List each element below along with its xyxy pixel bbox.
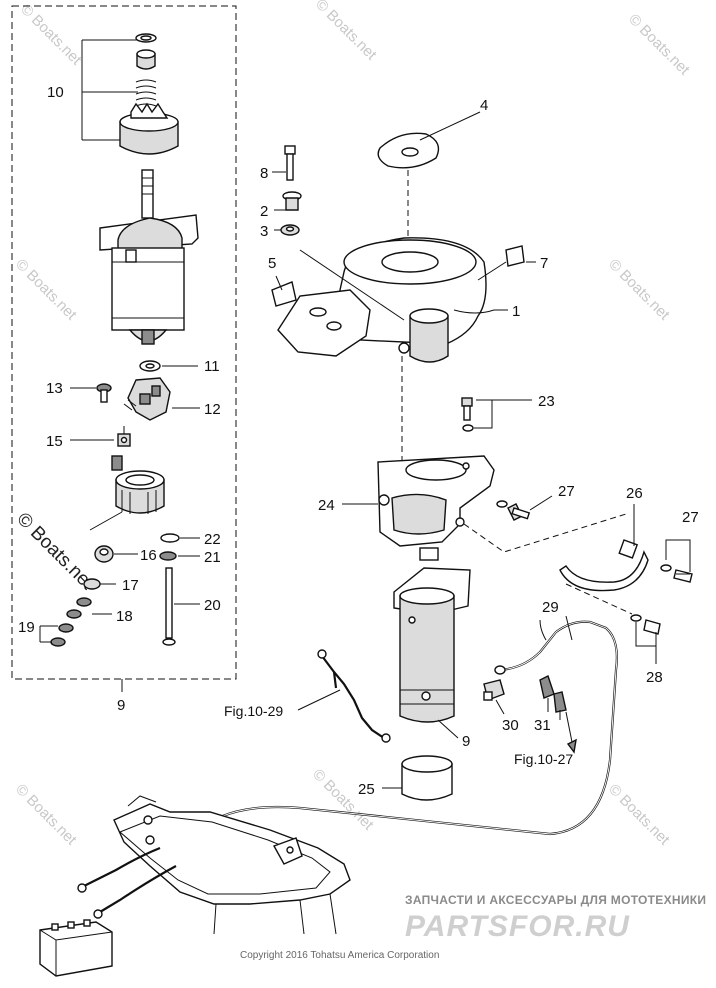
part-label-7: 7: [540, 255, 548, 272]
starter-exploded-view: [39, 33, 200, 647]
part-label-27-a: 27: [558, 483, 575, 500]
part-label-13: 13: [46, 380, 63, 397]
part-label-8: 8: [260, 165, 268, 182]
watermark-5: © Boats.net: [605, 256, 673, 324]
watermark-6: © Boats.net: [12, 781, 80, 849]
part-label-19: 19: [18, 619, 35, 636]
part-label-9-kit: 9: [117, 697, 125, 714]
part-label-1: 1: [512, 303, 520, 320]
part-label-26: 26: [626, 485, 643, 502]
part-label-28: 28: [646, 669, 663, 686]
watermark-1: © Boats.net: [17, 1, 85, 69]
part-label-31: 31: [534, 717, 551, 734]
part-label-2: 2: [260, 203, 268, 220]
watermark-3: © Boats.net: [625, 11, 693, 79]
watermark-7: © Boats.net: [309, 766, 377, 834]
part-label-12: 12: [204, 401, 221, 418]
part-label-5: 5: [268, 255, 276, 272]
part-label-22: 22: [204, 531, 221, 548]
part-label-29: 29: [542, 599, 559, 616]
part-label-27-b: 27: [682, 509, 699, 526]
watermark-4: © Boats.net: [12, 256, 80, 324]
part-label-25: 25: [358, 781, 375, 798]
part-label-3: 3: [260, 223, 268, 240]
part-label-20: 20: [204, 597, 221, 614]
part-label-4: 4: [480, 97, 488, 114]
part-label-17: 17: [122, 577, 139, 594]
figure-ref-right: Fig.10-27: [514, 751, 573, 767]
part-label-24: 24: [318, 497, 335, 514]
figure-ref-left: Fig.10-29: [224, 703, 283, 719]
brand-name: PARTSFOR.RU: [405, 910, 630, 943]
part-label-23: 23: [538, 393, 555, 410]
part-label-21: 21: [204, 549, 221, 566]
copyright-notice: Copyright 2016 Tohatsu America Corporati…: [240, 950, 439, 961]
watermark-2: © Boats.net: [312, 0, 380, 64]
part-label-18: 18: [116, 608, 133, 625]
brand-tagline: ЗАПЧАСТИ И АКСЕССУАРЫ ДЛЯ МОТОТЕХНИКИ: [405, 893, 706, 907]
part-label-11: 11: [204, 358, 220, 375]
part-label-16: 16: [140, 547, 157, 564]
watermark-layer: © Boats.net © Boats.net © Boats.net © Bo…: [12, 0, 693, 849]
watermark-8: © Boats.net: [605, 781, 673, 849]
part-number-labels: 1 2 3 4 5 7 8 9 9 10 11 12 13 15 16 17 1…: [18, 84, 699, 798]
starter-assembly-view: [39, 111, 693, 977]
part-label-10: 10: [47, 84, 64, 101]
starter-kit-frame: [11, 5, 237, 680]
part-label-30: 30: [502, 717, 519, 734]
part-label-9: 9: [462, 733, 470, 750]
part-label-15: 15: [46, 433, 63, 450]
